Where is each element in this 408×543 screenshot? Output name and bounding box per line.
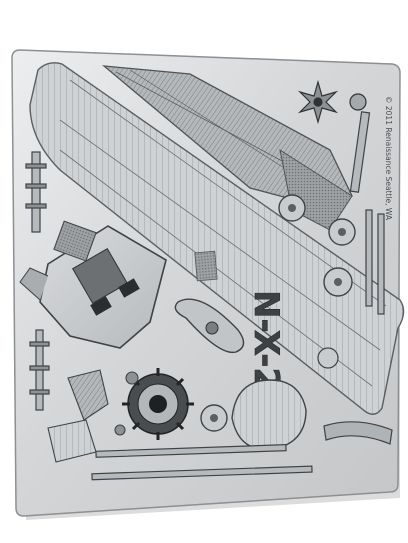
rudder-part — [231, 379, 307, 450]
strut-parts-left — [25, 151, 50, 411]
fuselage-panel — [101, 65, 353, 231]
strut-parts-right — [349, 111, 385, 315]
small-parts-left — [47, 369, 139, 463]
cabin-frame-part — [19, 220, 167, 349]
wheel-discs — [200, 194, 356, 432]
radial-engine-part — [122, 368, 194, 440]
long-bars-bottom — [91, 444, 313, 481]
engine-star-part — [297, 79, 367, 125]
propeller-part — [174, 298, 245, 354]
copyright-engraving: © 2011 Renaissance Seattle, WA — [384, 96, 393, 221]
cowling-strip-part — [323, 421, 393, 445]
